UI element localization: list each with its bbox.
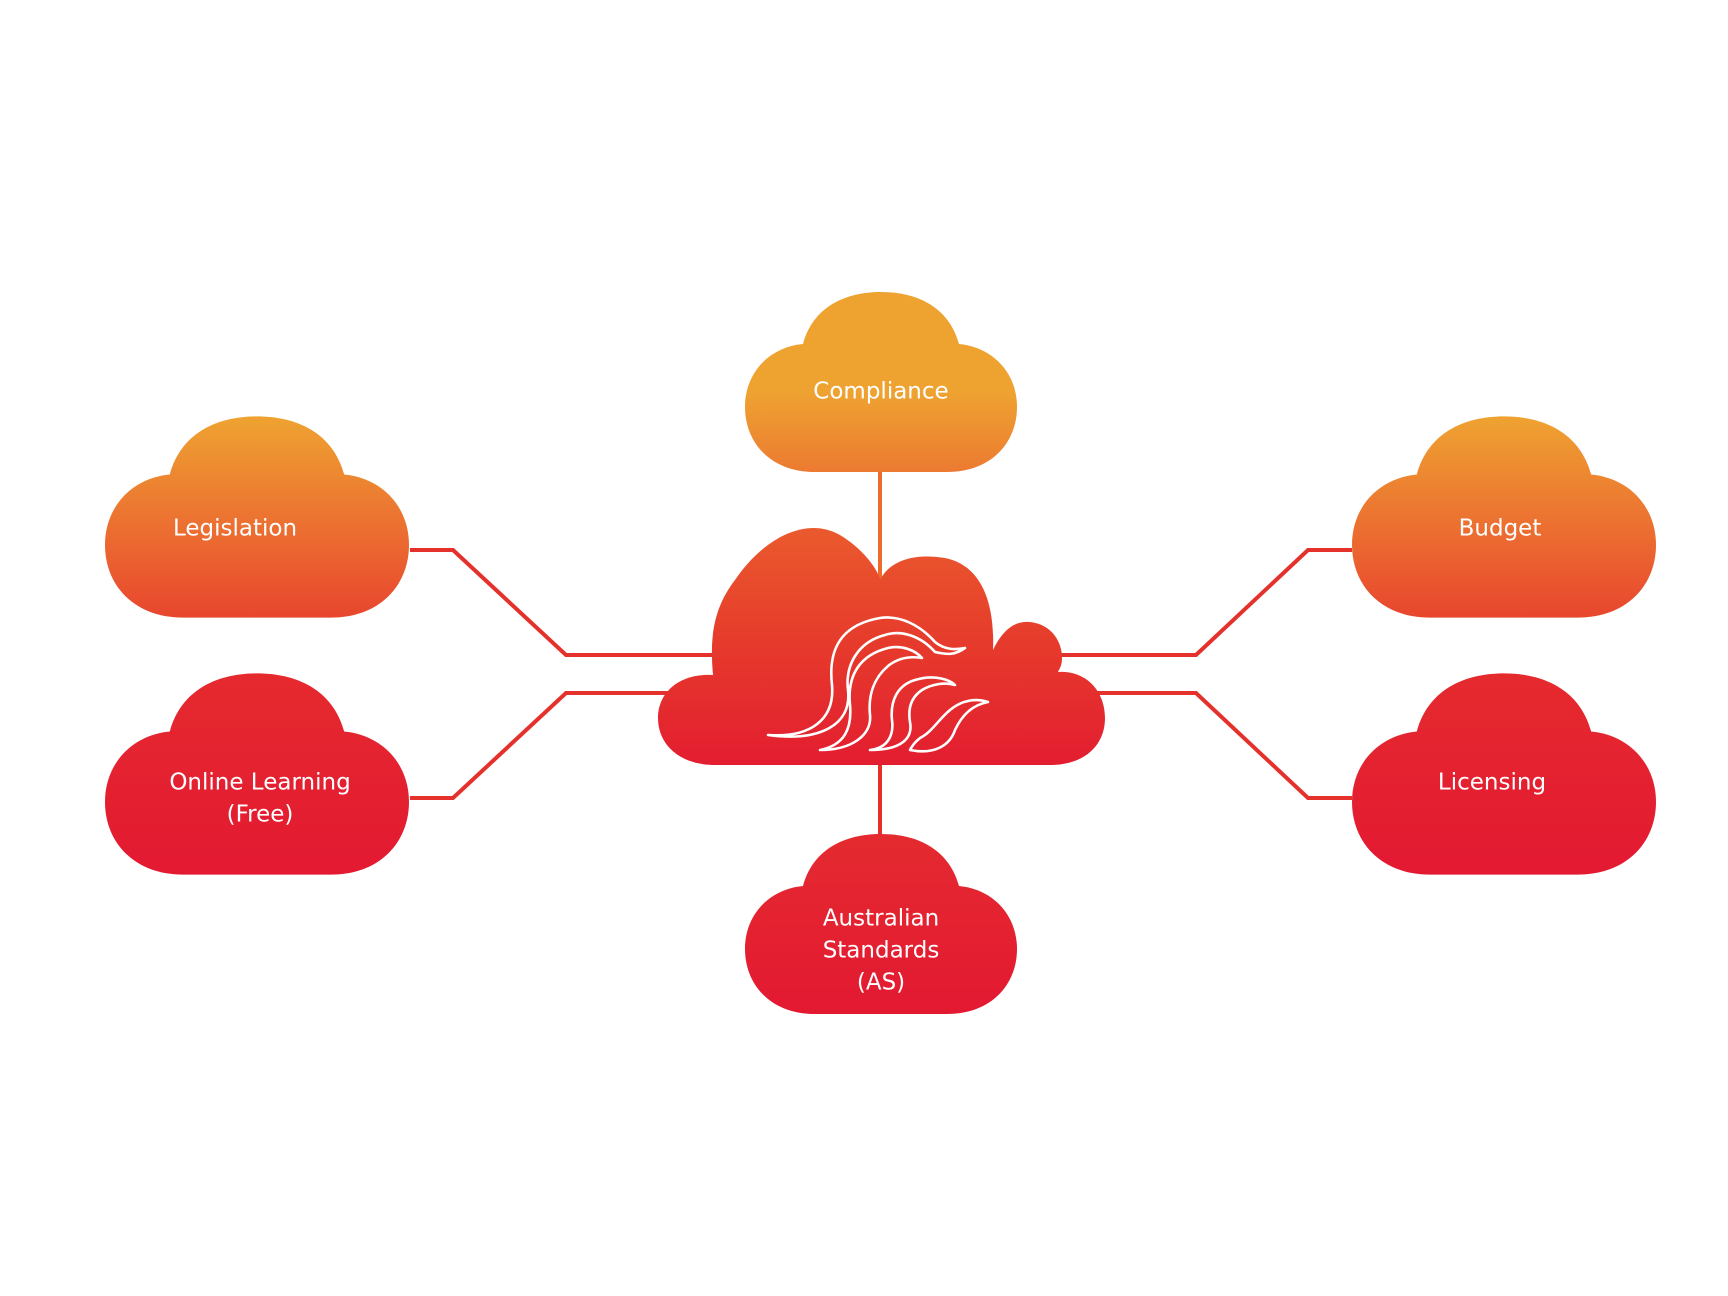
cloud-australian-standards: Australian Standards (AS) (745, 834, 1017, 1014)
budget-label: Budget (1459, 516, 1542, 542)
licensing-label: Licensing (1438, 770, 1546, 796)
legislation-label: Legislation (173, 516, 297, 542)
flame-logo-icon (766, 616, 990, 753)
online-learning-label-line2: (Free) (227, 802, 294, 828)
connector-legislation (410, 548, 730, 657)
compliance-label: Compliance (813, 379, 948, 405)
standards-label-line1: Australian (823, 906, 939, 932)
hub-cloud (658, 527, 1105, 765)
standards-label-line3: (AS) (857, 970, 905, 996)
connector-budget (1060, 548, 1352, 657)
cloud-legislation: Legislation (105, 416, 409, 618)
cloud-budget: Budget (1352, 416, 1656, 618)
connector-online-learning (410, 691, 670, 800)
cloud-online-learning: Online Learning (Free) (105, 673, 409, 875)
connector-licensing (1090, 691, 1352, 800)
online-learning-label-line1: Online Learning (169, 770, 350, 796)
connectors (410, 471, 1352, 840)
cloud-compliance: Compliance (745, 292, 1017, 472)
cloud-licensing: Licensing (1352, 673, 1656, 875)
standards-label-line2: Standards (823, 938, 940, 964)
